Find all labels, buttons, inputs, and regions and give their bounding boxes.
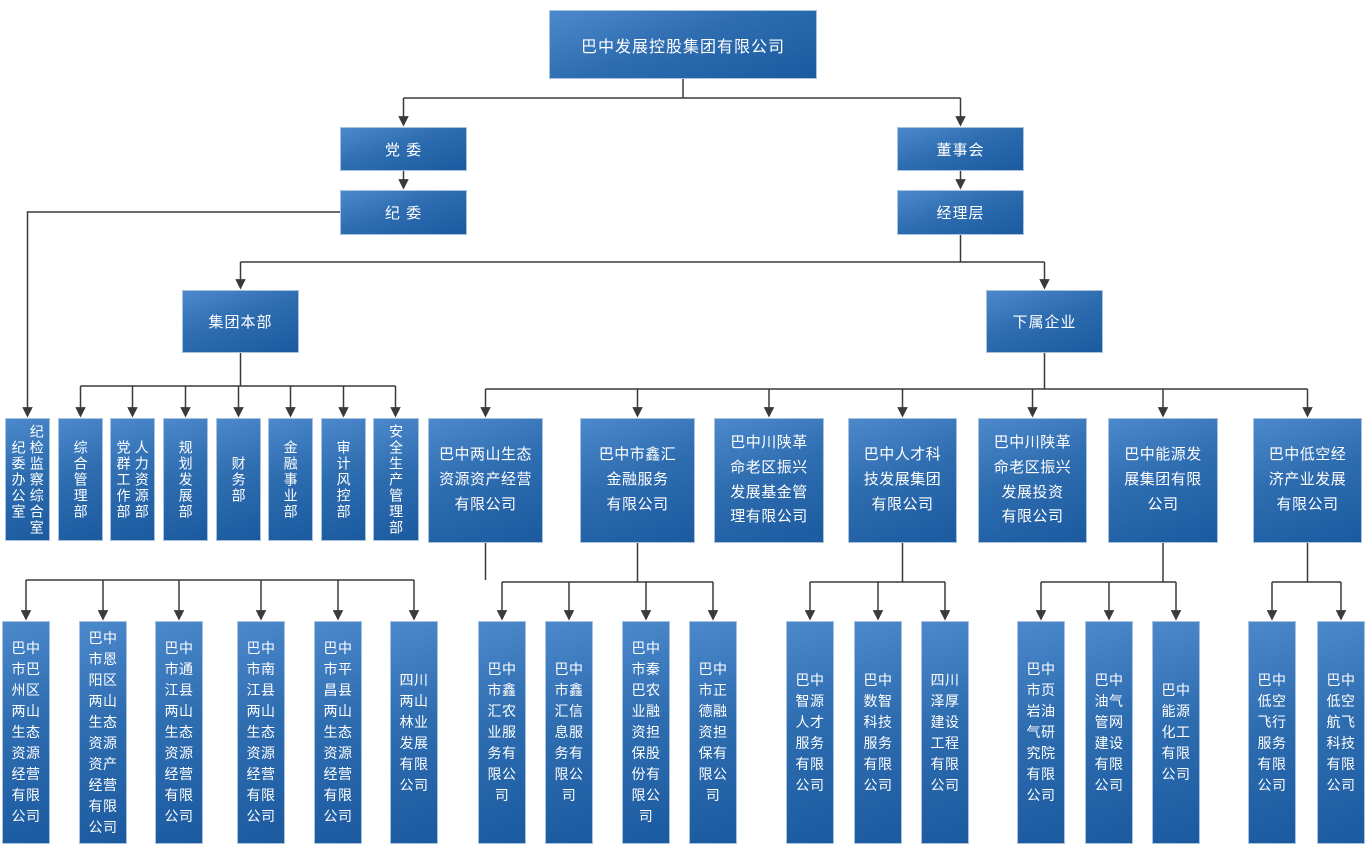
subcompany-label: 巴中 智源 人才 服务 有限 公司: [795, 671, 825, 793]
dept-hr-party-affairs: 人力资源部 党群工作部: [110, 418, 155, 541]
company-energy-development-group: 巴中能源发 展集团有限 公司: [1108, 418, 1218, 543]
node-headquarters-label: 集团本部: [208, 314, 273, 331]
company-label: 巴中低空经 济产业发展 有限公司: [1268, 446, 1347, 513]
node-management-layer: 经理层: [897, 190, 1024, 235]
subcompany-enyang-liangshan: 巴中 市恩 阳区 两山 生态 资源 资产 经营 有限 公司: [79, 621, 127, 844]
node-board-label: 董事会: [936, 141, 985, 159]
company-label: 巴中川陕革 命老区振兴 发展基金管 理有限公司: [730, 434, 808, 526]
subcompany-label: 巴中 市正 德融 资担 保有 限公 司: [698, 661, 728, 803]
subcompany-label: 巴中 市秦 巴农 业融 资担 保股 份有 限公 司: [631, 640, 661, 824]
subcompany-label: 巴中 市恩 阳区 两山 生态 资源 资产 经营 有限 公司: [88, 629, 118, 835]
node-party-committee-label: 党 委: [384, 141, 423, 159]
subcompany-zhiyuan-talent: 巴中 智源 人才 服务 有限 公司: [786, 621, 834, 844]
subcompany-shuzhi-tech: 巴中 数智 科技 服务 有限 公司: [854, 621, 902, 844]
subcompany-label: 巴中 低空 航飞 科技 有限 公司: [1326, 671, 1356, 793]
subcompany-label: 巴中 油气 管网 建设 有限 公司: [1094, 671, 1124, 793]
dept-financial-business: 金融事业部: [268, 418, 313, 541]
company-label: 巴中两山生态 资源资产经营 有限公司: [438, 446, 532, 513]
subcompany-xinhui-agriculture: 巴中 市鑫 汇农 业服 务有 限公 司: [478, 621, 526, 844]
dept-label: 金融事业部: [282, 439, 299, 520]
node-management-label: 经理层: [936, 205, 985, 222]
subcompany-label: 巴中 市通 江县 两山 生态 资源 经营 有限 公司: [164, 640, 194, 824]
subcompany-label: 巴中 市平 昌县 两山 生态 资源 经营 有限 公司: [323, 640, 353, 824]
subcompany-zehou-construction: 四川 泽厚 建设 工程 有限 公司: [921, 621, 969, 844]
subcompany-label: 巴中 市页 岩油 气研 究院 有限 公司: [1026, 661, 1056, 803]
company-label: 巴中川陕革 命老区振兴 发展投资 有限公司: [993, 434, 1072, 526]
company-low-altitude-economy: 巴中低空经 济产业发展 有限公司: [1253, 418, 1362, 543]
subcompany-label: 巴中 市南 江县 两山 生态 资源 经营 有限 公司: [246, 640, 276, 824]
subcompany-low-altitude-flight: 巴中 低空 飞行 服务 有限 公司: [1248, 621, 1296, 844]
subcompany-bazhou-liangshan: 巴中 市巴 州区 两山 生态 资源 经营 有限 公司: [2, 621, 50, 844]
subcompany-label: 巴中 市巴 州区 两山 生态 资源 经营 有限 公司: [11, 640, 41, 824]
subcompany-sichuan-liangshan-forestry: 四川 两山 林业 发展 有限 公司: [390, 621, 438, 844]
subcompany-label: 巴中 低空 飞行 服务 有限 公司: [1257, 671, 1287, 793]
subcompany-xinhui-information: 巴中 市鑫 汇信 息服 务有 限公 司: [545, 621, 593, 844]
company-talent-tech-group: 巴中人才科 技发展集团 有限公司: [848, 418, 957, 543]
node-root-company: 巴中发展控股集团有限公司: [549, 10, 817, 79]
subcompany-qinba-guarantee: 巴中 市秦 巴农 业融 资担 保股 份有 限公 司: [622, 621, 670, 844]
company-label: 巴中能源发 展集团有限 公司: [1124, 446, 1202, 513]
subcompany-label: 巴中 数智 科技 服务 有限 公司: [863, 671, 893, 793]
dept-discipline-inspection-office: 纪检监察综合室 纪委办公室: [5, 418, 50, 541]
subcompany-tongjiang-liangshan: 巴中 市通 江县 两山 生态 资源 经营 有限 公司: [155, 621, 203, 844]
dept-general-management: 综合管理部: [58, 418, 103, 541]
node-discipline-committee-label: 纪 委: [384, 205, 423, 222]
node-board-of-directors: 董事会: [897, 127, 1024, 171]
subcompany-oil-gas-pipeline: 巴中 油气 管网 建设 有限 公司: [1085, 621, 1133, 844]
dept-label: 综合管理部: [72, 439, 89, 520]
dept-finance: 财务部: [216, 418, 261, 541]
subcompany-label: 四川 泽厚 建设 工程 有限 公司: [930, 671, 960, 793]
subcompany-label: 巴中 市鑫 汇信 息服 务有 限公 司: [554, 661, 584, 803]
subcompany-label: 巴中 市鑫 汇农 业服 务有 限公 司: [487, 661, 517, 803]
dept-safety-production: 安全生产管理部: [373, 418, 419, 541]
company-revitalization-fund-management: 巴中川陕革 命老区振兴 发展基金管 理有限公司: [714, 418, 824, 543]
subcompany-shale-gas-institute: 巴中 市页 岩油 气研 究院 有限 公司: [1017, 621, 1065, 844]
subcompany-nanjiang-liangshan: 巴中 市南 江县 两山 生态 资源 经营 有限 公司: [237, 621, 285, 844]
dept-label: 财务部: [230, 455, 247, 504]
subcompany-hangfei-tech: 巴中 低空 航飞 科技 有限 公司: [1317, 621, 1365, 844]
dept-planning-development: 规划发展部: [163, 418, 208, 541]
node-group-headquarters: 集团本部: [182, 290, 299, 353]
node-party-committee: 党 委: [340, 127, 467, 171]
subcompany-label: 四川 两山 林业 发展 有限 公司: [399, 671, 429, 793]
node-discipline-committee: 纪 委: [340, 190, 467, 235]
company-label: 巴中市鑫汇 金融服务 有限公司: [598, 446, 677, 513]
subcompany-energy-chemical: 巴中 能源 化工 有限 公司: [1152, 621, 1200, 844]
node-root-label: 巴中发展控股集团有限公司: [580, 38, 785, 56]
subcompany-zhengde-guarantee: 巴中 市正 德融 资担 保有 限公 司: [689, 621, 737, 844]
dept-label: 安全生产管理部: [388, 423, 405, 536]
company-xinhui-financial-services: 巴中市鑫汇 金融服务 有限公司: [580, 418, 695, 543]
subcompany-pingchang-liangshan: 巴中 市平 昌县 两山 生态 资源 经营 有限 公司: [314, 621, 362, 844]
company-revitalization-investment: 巴中川陕革 命老区振兴 发展投资 有限公司: [978, 418, 1087, 543]
dept-label: 纪检监察综合室 纪委办公室: [10, 423, 45, 536]
subcompany-label: 巴中 能源 化工 有限 公司: [1161, 682, 1191, 782]
node-subsidiaries-label: 下属企业: [1012, 314, 1077, 331]
dept-audit-risk-control: 审计风控部: [321, 418, 366, 541]
company-label: 巴中人才科 技发展集团 有限公司: [863, 446, 942, 513]
company-liangshan-eco-assets: 巴中两山生态 资源资产经营 有限公司: [428, 418, 543, 543]
dept-label: 人力资源部 党群工作部: [115, 439, 150, 520]
dept-label: 审计风控部: [335, 439, 352, 520]
node-subsidiary-enterprises: 下属企业: [986, 290, 1103, 353]
dept-label: 规划发展部: [177, 439, 194, 520]
